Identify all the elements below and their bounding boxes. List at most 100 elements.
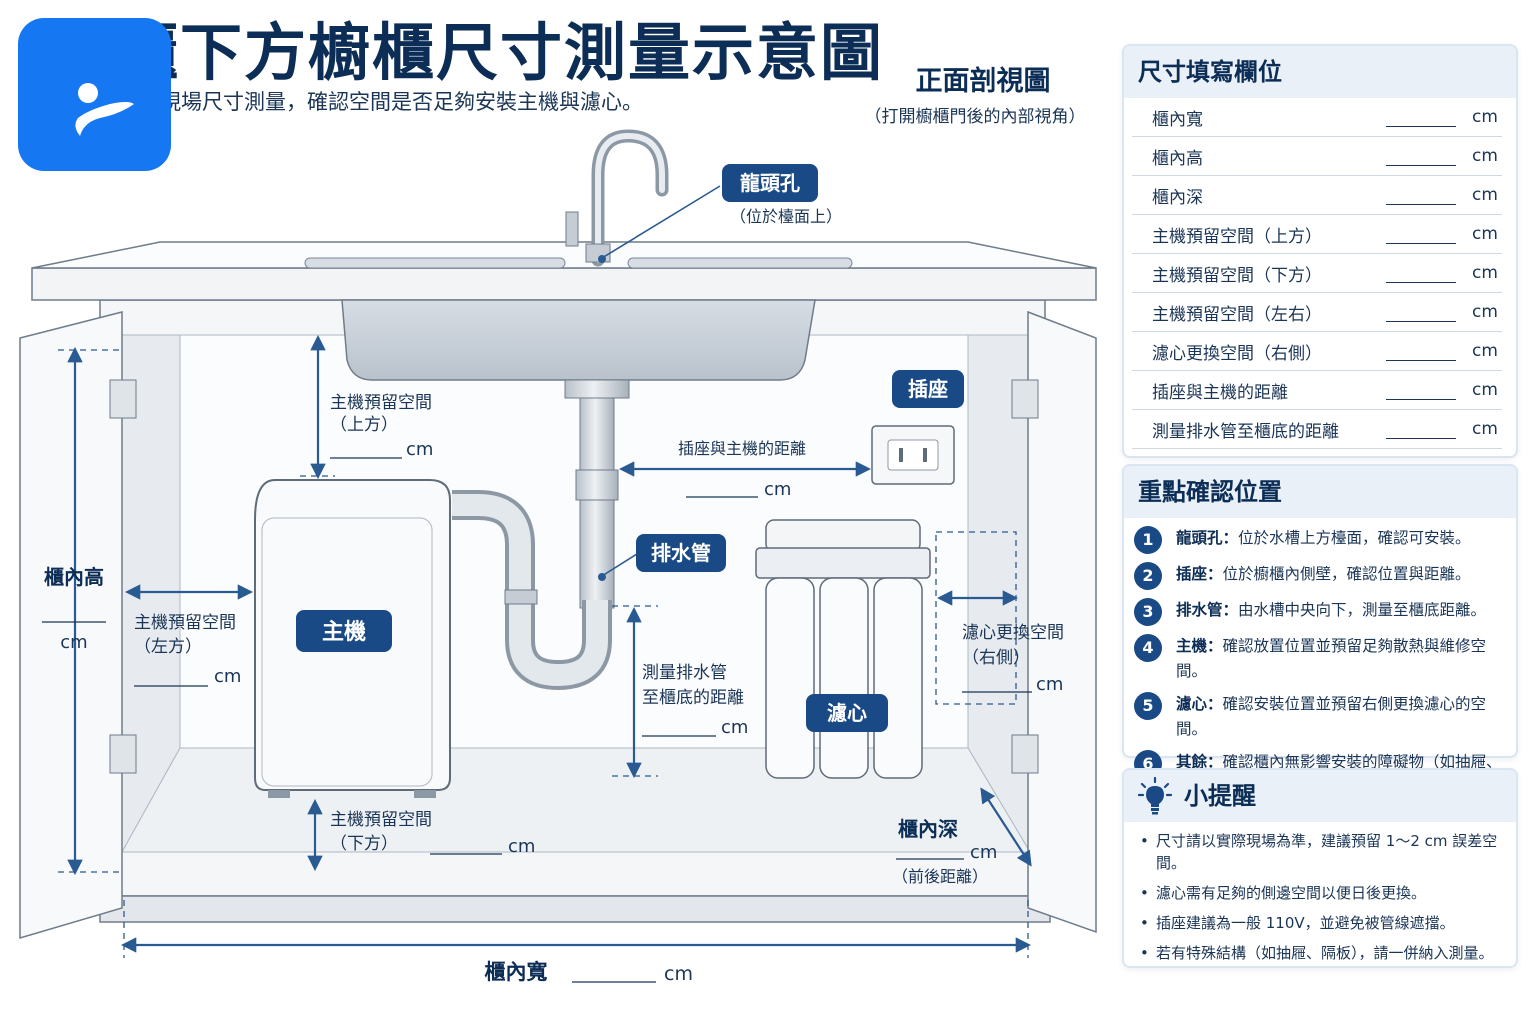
field-blank[interactable]	[1386, 225, 1456, 244]
point-number: 5	[1134, 692, 1162, 720]
main-unit-label: 主機	[322, 620, 366, 645]
tips-panel-header: 小提醒	[1124, 770, 1516, 822]
drain-pipe	[452, 379, 630, 691]
field-row: 櫃內高 cm	[1132, 137, 1502, 176]
field-label: 主機預留空間（左右）	[1152, 304, 1322, 325]
field-label: 測量排水管至櫃底的距離	[1152, 421, 1339, 442]
point-text: 確認安裝位置並預留右側更換濾心的空間。	[1176, 695, 1487, 738]
top-space-label-1: 主機預留空間	[330, 393, 432, 413]
lightbulb-icon	[1138, 777, 1172, 815]
left-space-label-1: 主機預留空間	[134, 613, 236, 633]
field-label: 櫃內高	[1152, 148, 1203, 169]
view-header: 正面剖視圖 （打開櫥櫃門後的內部視角）	[865, 65, 1086, 127]
field-unit: cm	[1472, 341, 1498, 361]
field-blank[interactable]	[1386, 186, 1456, 205]
tip-item: 若有特殊結構（如抽屜、隔板），請一併納入測量。	[1124, 942, 1516, 964]
field-blank[interactable]	[1386, 108, 1456, 127]
field-unit: cm	[1472, 107, 1498, 127]
cabinet-width-unit: cm	[664, 963, 693, 985]
outlet-badge: 插座	[892, 370, 964, 408]
field-unit: cm	[1472, 380, 1498, 400]
point-name: 濾心：	[1176, 695, 1223, 713]
left-space-label-2: （左方）	[134, 637, 202, 657]
point-item: 5 濾心：確認安裝位置並預留右側更換濾心的空間。	[1124, 692, 1516, 742]
outlet-distance-unit: cm	[764, 479, 791, 500]
field-unit: cm	[1472, 224, 1498, 244]
filter-space-unit: cm	[1036, 674, 1063, 695]
drain-distance-unit: cm	[721, 717, 748, 738]
faucet	[565, 129, 669, 267]
drain-pipe-badge: 排水管	[636, 534, 726, 572]
points-panel-title: 重點確認位置	[1124, 466, 1516, 518]
field-blank[interactable]	[1386, 342, 1456, 361]
app-logo	[18, 18, 171, 171]
field-row: 主機預留空間（下方） cm	[1132, 254, 1502, 293]
bottom-space-label-1: 主機預留空間	[330, 810, 432, 830]
field-blank[interactable]	[1386, 420, 1456, 439]
field-blank[interactable]	[1386, 264, 1456, 283]
faucet-hole-note: （位於檯面上）	[730, 207, 842, 226]
left-space-unit: cm	[214, 666, 241, 687]
view-subtitle: （打開櫥櫃門後的內部視角）	[865, 107, 1086, 127]
cabinet-height-unit: cm	[60, 632, 87, 653]
cabinet-depth-arrow	[980, 787, 1032, 867]
point-name: 龍頭孔：	[1176, 529, 1239, 547]
hinge-icon	[109, 379, 137, 419]
blanks	[42, 457, 1032, 983]
filter-badge: 濾心	[806, 694, 888, 732]
cabinet-base	[99, 895, 1051, 923]
left-door	[19, 311, 123, 940]
annotation-text: （位於檯面上） 主機預留空間 （上方） cm 櫃內高 cm 主機預留空間 （左方…	[44, 207, 1064, 985]
field-row: 主機預留空間（左右） cm	[1132, 293, 1502, 332]
field-row: 主機預留空間（上方）cm	[1132, 215, 1502, 254]
field-unit: cm	[1472, 419, 1498, 439]
sink-rim-left	[304, 257, 566, 269]
point-name: 插座：	[1176, 565, 1223, 583]
drain-dot	[598, 573, 606, 581]
person-logo-icon	[75, 83, 134, 136]
point-number: 4	[1134, 634, 1162, 662]
field-blank[interactable]	[1386, 303, 1456, 322]
hinge-icon	[1011, 734, 1039, 774]
tip-item: 濾心需有足夠的側邊空間以便日後更換。	[1124, 882, 1516, 904]
field-row: 櫃內深 cm	[1132, 176, 1502, 215]
field-unit: cm	[1472, 302, 1498, 322]
field-unit: cm	[1472, 146, 1498, 166]
filter-space-label-1: 濾心更換空間	[962, 623, 1064, 643]
field-unit: cm	[1472, 185, 1498, 205]
cabinet-depth-note: （前後距離）	[892, 867, 988, 886]
field-label: 主機預留空間（下方）	[1152, 265, 1322, 286]
drain-leader	[601, 551, 641, 577]
page-title: 櫥櫃下方櫥櫃尺寸測量示意圖	[52, 16, 885, 89]
cabinet-height-label: 櫃內高	[44, 565, 104, 589]
faucet-leader	[601, 185, 721, 259]
tips-panel: 小提醒 尺寸請以實際現場為準，建議預留 1～2 cm 誤差空間。 濾心需有足夠的…	[1122, 768, 1518, 968]
field-row: 濾心更換空間（右側）cm	[1132, 332, 1502, 371]
badges: 龍頭孔 插座 排水管 主機 濾心	[296, 164, 964, 732]
field-unit: cm	[1472, 263, 1498, 283]
field-blank[interactable]	[1386, 381, 1456, 400]
sink-basin	[341, 299, 816, 381]
point-text: 位於櫥櫃內側壁，確認位置與距離。	[1222, 565, 1471, 583]
faucet-hole-dot	[598, 255, 606, 263]
drain-distance-label-1: 測量排水管	[642, 663, 727, 683]
sink-rim-right	[627, 257, 853, 269]
field-blank[interactable]	[1386, 147, 1456, 166]
field-row: 測量排水管至櫃底的距離 cm	[1132, 410, 1502, 449]
main-unit-badge: 主機	[296, 610, 392, 652]
point-text: 位於水槽上方檯面，確認可安裝。	[1238, 529, 1471, 547]
point-name: 其餘：	[1176, 753, 1223, 771]
field-label: 櫃內深	[1152, 187, 1203, 208]
drain-distance-label-2: 至櫃底的距離	[642, 688, 744, 708]
point-name: 排水管：	[1176, 601, 1239, 619]
measurement-lines	[58, 185, 1032, 958]
cabinet-depth-label: 櫃內深	[898, 817, 958, 841]
tip-item: 插座建議為一般 110V，並避免被管線遮擋。	[1124, 912, 1516, 934]
countertop	[31, 267, 1097, 301]
faucet-hole-label: 龍頭孔	[740, 171, 800, 195]
